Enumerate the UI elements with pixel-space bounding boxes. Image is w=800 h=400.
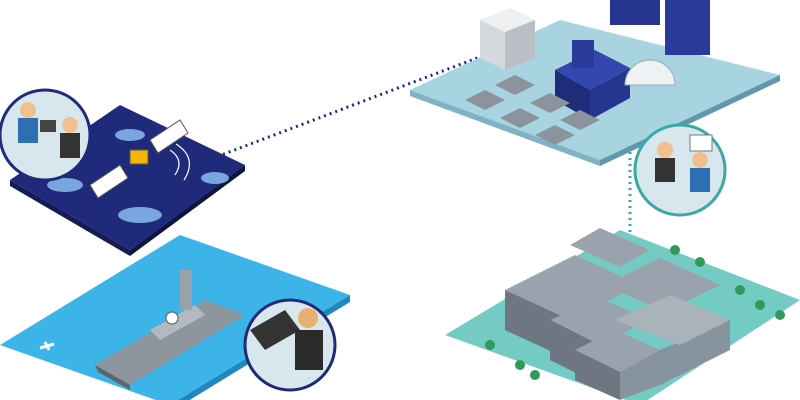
datacenter-panel xyxy=(410,0,780,166)
office-buildings xyxy=(505,228,730,400)
operator-avatar-satellite xyxy=(0,88,92,182)
dome-icon xyxy=(624,59,676,86)
plane-icon xyxy=(244,240,260,251)
storage-units xyxy=(465,75,600,145)
operator-avatar-datacenter xyxy=(633,123,727,217)
satellite-icon xyxy=(89,119,189,199)
server-rack-icon xyxy=(480,8,535,70)
operator-avatar-ship xyxy=(243,298,337,392)
campus-panel xyxy=(445,228,800,400)
building-tower-icon xyxy=(555,0,710,120)
ship-icon xyxy=(95,270,245,390)
plane-icon xyxy=(39,341,55,351)
trees xyxy=(485,245,785,380)
satellite-datacenter-link xyxy=(194,53,486,167)
